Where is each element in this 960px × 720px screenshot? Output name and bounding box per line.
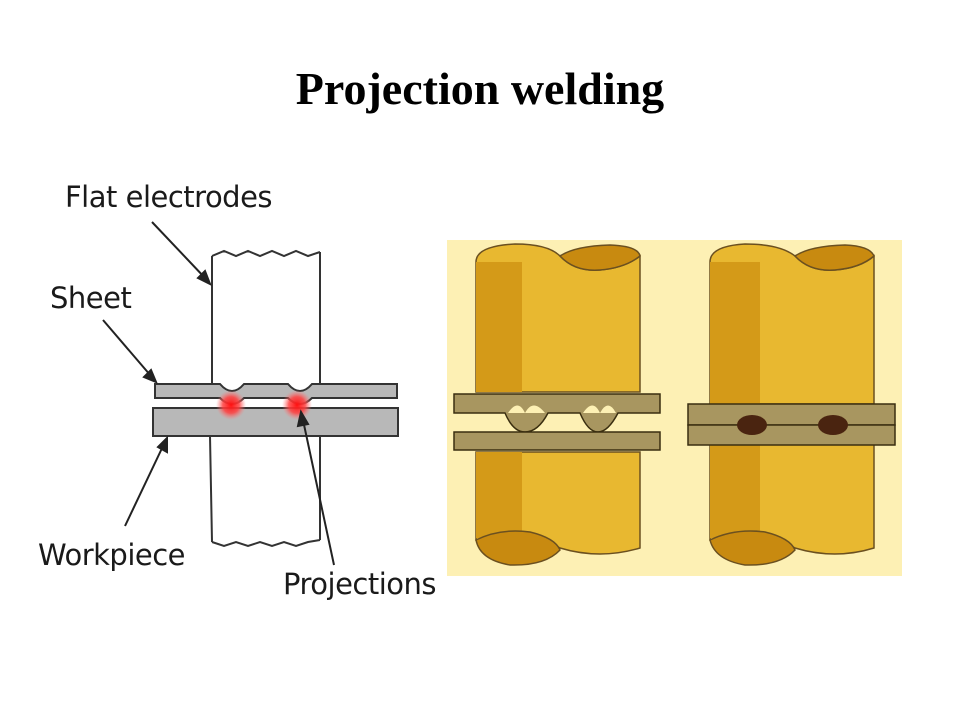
workpiece-arrowhead [156, 435, 168, 454]
weld-nugget-2 [818, 415, 848, 435]
weld-nugget-1 [737, 415, 767, 435]
right-lower-plate [687, 424, 896, 446]
right-diagram [447, 240, 902, 576]
workpiece-arrow [124, 443, 165, 527]
left-bottom-plate [453, 431, 661, 451]
projections-label: Projections [283, 567, 436, 601]
slide-title: Projection welding [295, 63, 665, 114]
workpiece-label: Workpiece [38, 538, 185, 572]
projections-arrow [302, 419, 335, 566]
flat-electrodes-label: Flat electrodes [65, 180, 272, 214]
lower-electrode [209, 435, 321, 548]
left-projection-2 [583, 405, 616, 413]
upper-electrode [211, 249, 321, 384]
left-top-electrode-end [558, 244, 641, 271]
left-top-plate [453, 393, 661, 433]
sheet-label: Sheet [50, 281, 131, 315]
projections-arrowhead [296, 409, 310, 428]
right-electrode-pair [687, 243, 896, 566]
weld-spot-right [282, 390, 312, 420]
workpiece-sheet [152, 407, 399, 437]
right-bottom-electrode-end [709, 530, 796, 566]
right-bottom-electrode-shade [710, 444, 760, 538]
top-sheet [154, 383, 398, 405]
flat-electrodes-arrow [151, 221, 207, 280]
weld-spot-left [216, 390, 246, 420]
right-top-electrode-shade [710, 262, 760, 404]
sheet-arrow [102, 319, 152, 377]
left-diagram: Flat electrodes Sheet Workpiece Projecti… [38, 180, 437, 601]
left-top-electrode-shade [476, 262, 522, 392]
left-electrode-pair [453, 243, 661, 566]
left-bottom-electrode-shade [476, 452, 522, 538]
sheet-arrowhead [142, 368, 158, 384]
left-bottom-electrode-end [475, 530, 561, 566]
flat-electrodes-arrowhead [196, 269, 212, 287]
right-upper-plate [687, 403, 896, 426]
right-top-electrode-end [793, 244, 875, 271]
left-projection-1 [508, 405, 545, 413]
